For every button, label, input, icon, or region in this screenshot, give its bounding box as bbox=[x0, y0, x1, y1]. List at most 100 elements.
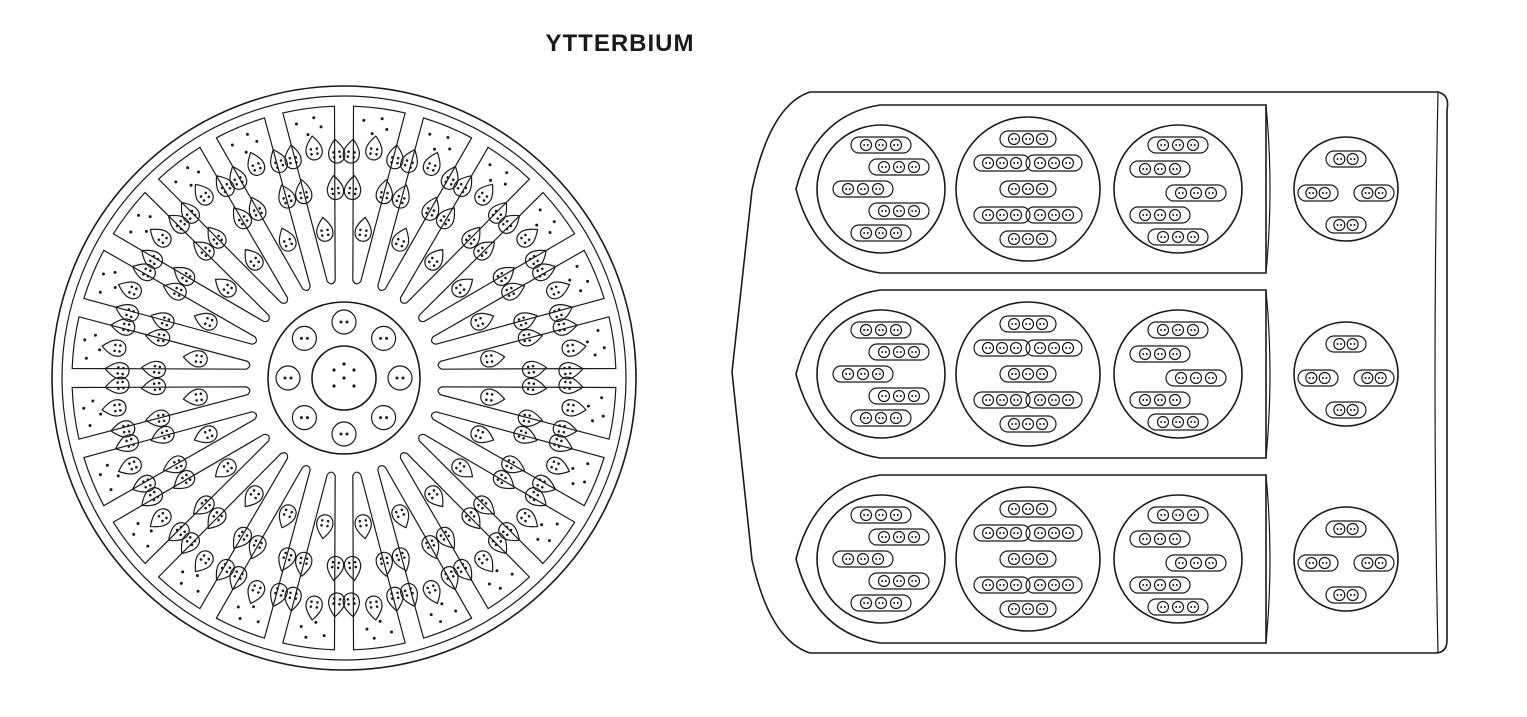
teardrop-dot bbox=[206, 316, 209, 320]
pod-outline bbox=[1353, 554, 1395, 572]
teardrop-outline bbox=[229, 566, 248, 591]
pod-cell bbox=[1138, 162, 1152, 176]
teardrop-dot bbox=[400, 508, 404, 512]
teardrop-dot bbox=[294, 597, 298, 600]
pod-cell-dot bbox=[878, 144, 881, 146]
pod-cell-dot bbox=[1163, 421, 1166, 423]
pod-cell-dot bbox=[988, 584, 991, 586]
teardrop-dot bbox=[173, 461, 176, 464]
pod-cell bbox=[892, 574, 906, 588]
teardrop-dot bbox=[152, 498, 156, 502]
sphere-outline bbox=[1293, 506, 1399, 612]
pod-cell-dot bbox=[914, 580, 917, 582]
teardrop bbox=[474, 550, 494, 573]
teardrop-dot bbox=[165, 236, 168, 240]
teardrop-outline bbox=[247, 580, 266, 605]
pod-cell-dot bbox=[1312, 562, 1315, 564]
nucleus-dot bbox=[352, 384, 356, 388]
pod-cell-dot bbox=[1325, 377, 1328, 379]
pod-cell-dot bbox=[1160, 329, 1163, 331]
pod-cell-dot bbox=[1340, 343, 1343, 345]
teardrop-outline bbox=[517, 409, 544, 427]
teardrop-outline bbox=[480, 350, 506, 368]
teardrop-dot bbox=[557, 323, 561, 326]
rim-dot bbox=[575, 264, 579, 268]
pod-cell-dot bbox=[1039, 423, 1042, 425]
teardrop-dot bbox=[121, 380, 124, 384]
rim-dot bbox=[487, 582, 491, 586]
teardrop bbox=[173, 469, 196, 490]
pod-cell-dot bbox=[1160, 236, 1163, 238]
pod-cell-dot bbox=[1042, 323, 1045, 325]
satellite-dot bbox=[283, 376, 287, 380]
pod-cell-dot bbox=[1065, 162, 1068, 164]
teardrop bbox=[101, 339, 127, 357]
teardrop-dot bbox=[480, 561, 484, 565]
teardrop-dot bbox=[425, 211, 428, 215]
teardrop-dot bbox=[496, 536, 500, 539]
segment-wedge bbox=[157, 452, 289, 610]
pod-outline bbox=[868, 387, 930, 405]
pod-outline bbox=[1325, 216, 1367, 234]
segment-wedge bbox=[399, 452, 531, 610]
teardrop-dot bbox=[562, 430, 566, 434]
pod-outline bbox=[973, 391, 1031, 409]
pod bbox=[868, 528, 930, 546]
teardrop-outline bbox=[215, 175, 235, 198]
rim-dot bbox=[113, 286, 117, 290]
teardrop-dot bbox=[494, 543, 498, 547]
teardrop-dot bbox=[235, 570, 239, 573]
pod-outline bbox=[999, 180, 1057, 198]
satellite bbox=[275, 365, 301, 391]
sphere bbox=[1113, 309, 1243, 439]
teardrop-outline bbox=[342, 138, 360, 164]
pod-cell-dot bbox=[1321, 192, 1324, 194]
teardrop bbox=[193, 312, 218, 331]
teardrop-dot bbox=[527, 371, 531, 375]
teardrop-dot bbox=[125, 439, 128, 443]
pod-cell-dot bbox=[985, 347, 988, 349]
pod-outline bbox=[999, 130, 1057, 148]
teardrop-dot bbox=[386, 561, 389, 565]
pod-cell-dot bbox=[1145, 399, 1148, 401]
teardrop-dot bbox=[316, 601, 319, 604]
teardrop-dot bbox=[522, 419, 526, 423]
teardrop-outline bbox=[521, 360, 548, 379]
teardrop-dot bbox=[276, 166, 279, 169]
pod-cell bbox=[1061, 393, 1075, 407]
segment-wedge bbox=[430, 249, 605, 345]
teardrop bbox=[244, 248, 264, 271]
pod-cell-dot bbox=[1353, 158, 1356, 160]
teardrop-outline bbox=[440, 566, 459, 591]
teardrop-dot bbox=[526, 365, 530, 369]
teardrop-outline bbox=[365, 135, 383, 161]
pod-cell-dot bbox=[896, 351, 899, 353]
pod-cell bbox=[1361, 556, 1374, 570]
pod-cell-dot bbox=[988, 214, 991, 216]
teardrop-dot bbox=[458, 461, 462, 465]
rim-dot bbox=[136, 521, 140, 525]
pod-cell bbox=[1174, 186, 1188, 200]
teardrop-dot bbox=[474, 318, 478, 322]
teardrop-dot bbox=[114, 409, 117, 413]
pod-cell-dot bbox=[1181, 562, 1184, 564]
teardrop-dot bbox=[566, 344, 569, 347]
pod-cell-dot bbox=[863, 514, 866, 516]
tube-outline bbox=[795, 104, 1267, 274]
teardrop-dot bbox=[528, 495, 532, 499]
teardrop-dot bbox=[563, 424, 566, 428]
pod-cell-dot bbox=[1011, 608, 1014, 610]
pod bbox=[832, 365, 894, 383]
pod-outline bbox=[850, 224, 912, 242]
teardrop-dot bbox=[347, 561, 351, 565]
pod-cell bbox=[1007, 417, 1021, 431]
teardrop-dot bbox=[352, 597, 356, 600]
teardrop-dot bbox=[129, 437, 133, 441]
pod-cell-dot bbox=[1340, 158, 1343, 160]
teardrop bbox=[229, 165, 248, 190]
teardrop bbox=[162, 282, 187, 301]
pod-cell-dot bbox=[845, 373, 848, 375]
sphere bbox=[1293, 321, 1399, 427]
sphere-outline bbox=[816, 309, 946, 439]
pod-cell-dot bbox=[999, 532, 1002, 534]
